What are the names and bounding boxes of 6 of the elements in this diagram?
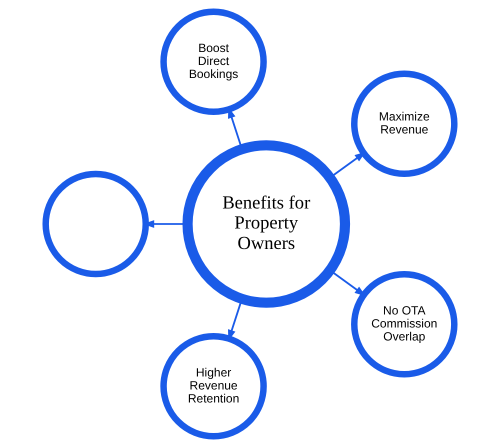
- node-circle: Boost Direct Bookings: [160, 8, 267, 116]
- node-circle: Benefits for Property Owners: [182, 140, 350, 308]
- node-circle: Maximize Revenue: [351, 70, 458, 177]
- node-circle: [42, 170, 149, 278]
- node-circle: Higher Revenue Retention: [160, 332, 267, 440]
- node-circle: No OTA Commission Overlap: [351, 271, 458, 378]
